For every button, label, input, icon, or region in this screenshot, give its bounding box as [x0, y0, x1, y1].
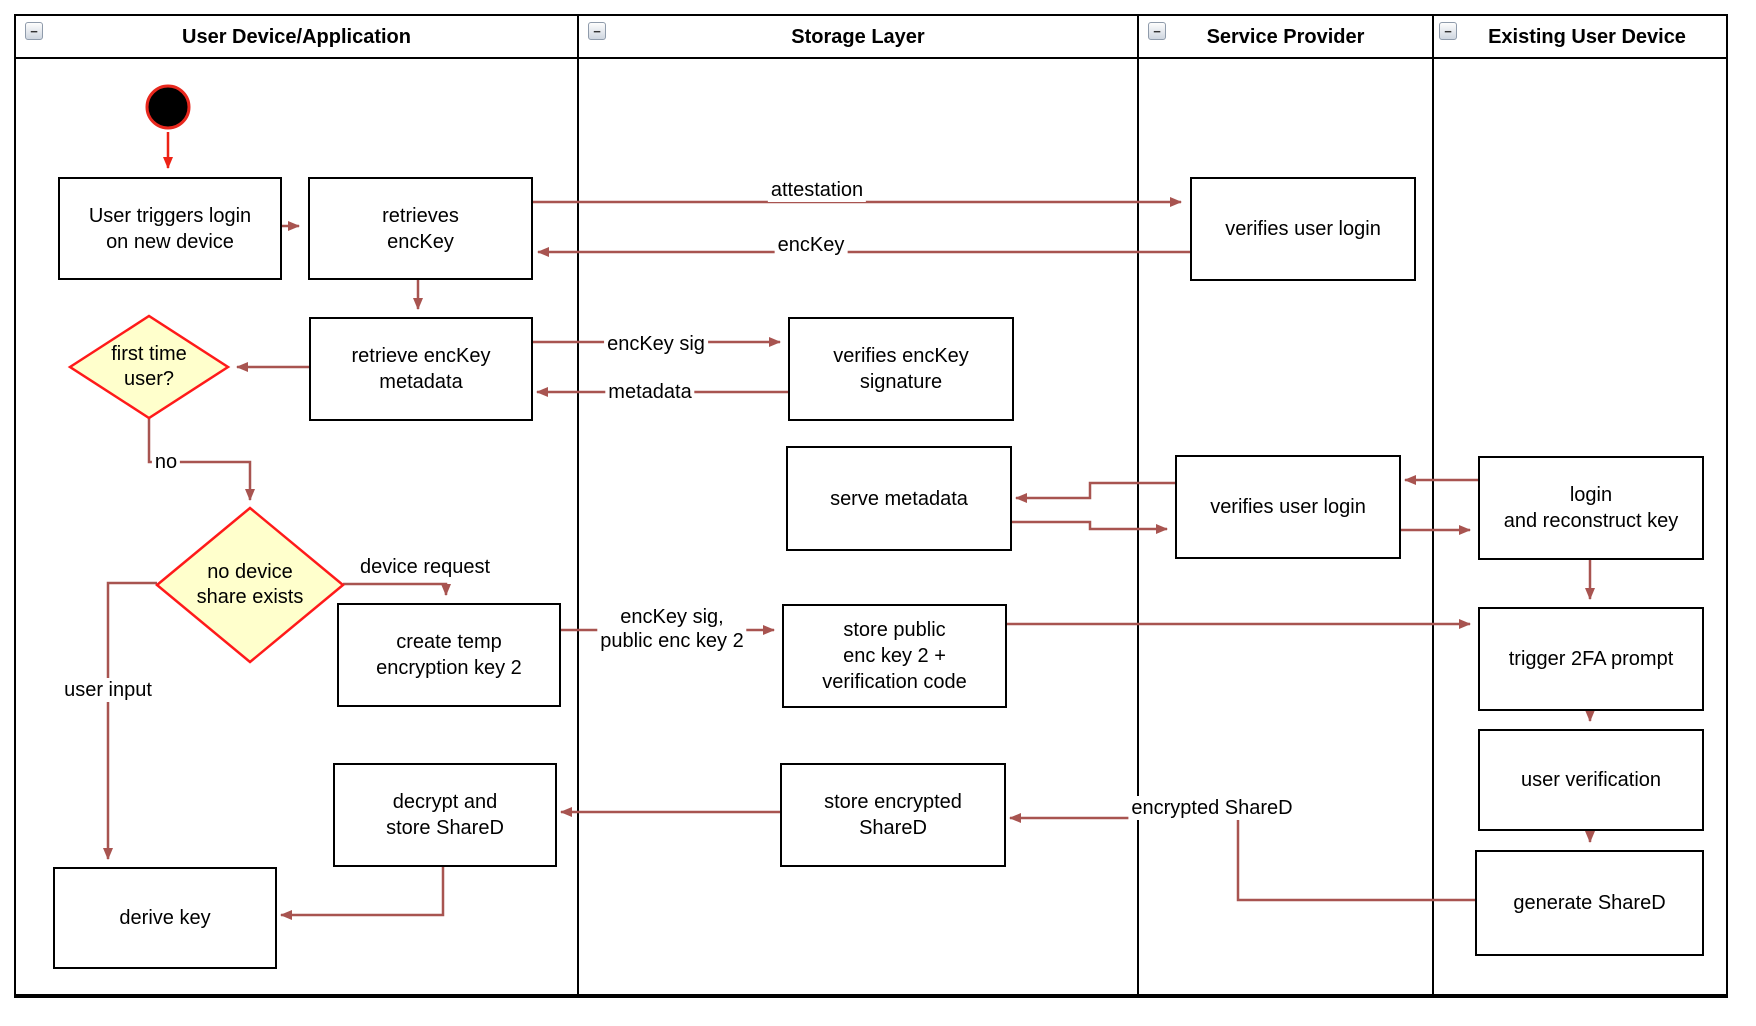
header-divider: [14, 57, 1726, 59]
node-store-public-key2[interactable]: store public enc key 2 + verification co…: [782, 604, 1007, 708]
edge-label-user-input: user input: [61, 678, 155, 702]
node-trigger-2fa[interactable]: trigger 2FA prompt: [1478, 607, 1704, 711]
edge-label-enckey-sig-public: encKey sig, public enc key 2: [597, 605, 747, 653]
lane-title: User Device/Application: [182, 25, 411, 48]
edge-label-enckey: encKey: [774, 233, 848, 257]
decision-first-time-user-label: first time user?: [111, 343, 187, 390]
lane-divider-3: [1432, 14, 1434, 994]
node-login-reconstruct-key[interactable]: login and reconstruct key: [1478, 456, 1704, 560]
pool-frame: [14, 14, 1728, 998]
node-verifies-enckey-signature[interactable]: verifies encKey signature: [788, 317, 1014, 421]
collapse-lane-icon[interactable]: −: [1148, 22, 1166, 40]
node-create-temp-key2[interactable]: create temp encryption key 2: [337, 603, 561, 707]
node-user-triggers-login[interactable]: User triggers login on new device: [58, 177, 282, 280]
collapse-lane-icon[interactable]: −: [25, 22, 43, 40]
node-serve-metadata[interactable]: serve metadata: [786, 446, 1012, 551]
edge-label-encrypted-shared: encrypted ShareD: [1128, 796, 1296, 820]
collapse-lane-icon[interactable]: −: [1439, 22, 1457, 40]
lane-title: Storage Layer: [791, 25, 925, 48]
lane-header-storage-layer: − Storage Layer: [579, 16, 1137, 58]
lane-divider-2: [1137, 14, 1139, 994]
edge-label-enckey-sig: encKey sig: [604, 332, 708, 356]
lane-header-user-device: − User Device/Application: [16, 16, 577, 58]
node-verifies-user-login-1[interactable]: verifies user login: [1190, 177, 1416, 281]
node-derive-key[interactable]: derive key: [53, 867, 277, 969]
lane-divider-1: [577, 14, 579, 994]
node-retrieve-enckey-metadata[interactable]: retrieve encKey metadata: [309, 317, 533, 421]
lane-header-service-provider: − Service Provider: [1139, 16, 1432, 58]
node-user-verification[interactable]: user verification: [1478, 729, 1704, 831]
decision-no-device-share-label: no device share exists: [196, 561, 304, 608]
edge-label-device-request: device request: [356, 555, 494, 579]
node-generate-shared[interactable]: generate ShareD: [1475, 850, 1704, 956]
edge-label-metadata: metadata: [605, 380, 695, 404]
edge-label-no: no: [151, 450, 181, 474]
node-verifies-user-login-2[interactable]: verifies user login: [1175, 455, 1401, 559]
edge-label-attestation: attestation: [767, 178, 867, 202]
node-retrieves-enckey[interactable]: retrieves encKey: [308, 177, 533, 280]
node-decrypt-store-shared[interactable]: decrypt and store ShareD: [333, 763, 557, 867]
lane-title: Service Provider: [1206, 25, 1365, 48]
lane-title: Existing User Device: [1488, 25, 1686, 48]
collapse-lane-icon[interactable]: −: [588, 22, 606, 40]
node-store-encrypted-shared[interactable]: store encrypted ShareD: [780, 763, 1006, 867]
lane-header-existing-user-device: − Existing User Device: [1434, 16, 1726, 58]
